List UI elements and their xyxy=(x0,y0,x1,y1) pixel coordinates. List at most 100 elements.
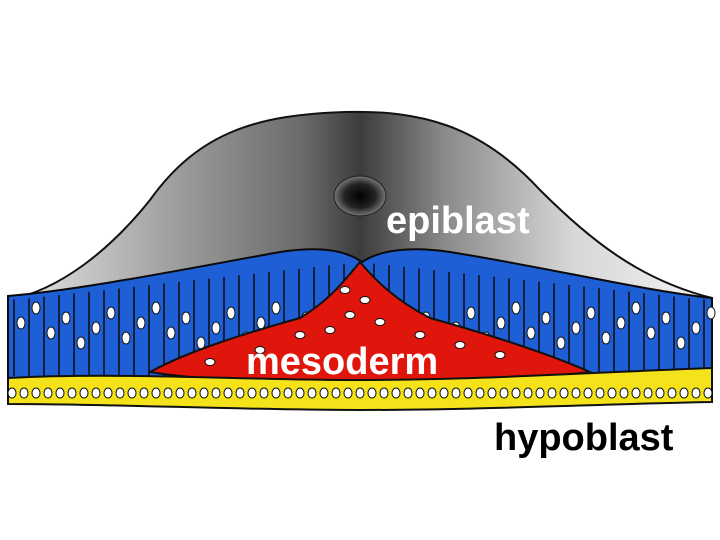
hypoblast-cell xyxy=(188,388,196,398)
hypoblast-cell xyxy=(32,388,40,398)
epiblast-nucleus xyxy=(662,312,670,324)
epiblast-nucleus xyxy=(62,312,70,324)
mesoderm-nucleus xyxy=(415,332,425,339)
hypoblast-cell xyxy=(620,388,628,398)
hypoblast-cell xyxy=(656,388,664,398)
epiblast-nucleus xyxy=(212,322,220,334)
epiblast-nucleus xyxy=(617,317,625,329)
epiblast-nucleus xyxy=(512,302,520,314)
epiblast-nucleus xyxy=(182,312,190,324)
hypoblast-cell xyxy=(224,388,232,398)
hypoblast-cell xyxy=(236,388,244,398)
hypoblast-cell xyxy=(68,388,76,398)
hypoblast-cell xyxy=(152,388,160,398)
hypoblast-cell xyxy=(500,388,508,398)
hypoblast-cell xyxy=(632,388,640,398)
hypoblast-cell xyxy=(212,388,220,398)
hypoblast-cell xyxy=(128,388,136,398)
hypoblast-cell xyxy=(536,388,544,398)
mesoderm-nucleus xyxy=(345,312,355,319)
epiblast-nucleus xyxy=(137,317,145,329)
hypoblast-cell xyxy=(704,388,712,398)
hypoblast-cell xyxy=(248,388,256,398)
hypoblast-cell xyxy=(296,388,304,398)
hypoblast-cell xyxy=(104,388,112,398)
epiblast-nucleus xyxy=(587,307,595,319)
hypoblast-cell xyxy=(680,388,688,398)
mesoderm-nucleus xyxy=(205,359,215,366)
epiblast-nucleus xyxy=(257,317,265,329)
hypoblast-cell xyxy=(20,388,28,398)
mesoderm-label: mesoderm xyxy=(246,343,438,381)
hypoblast-cell xyxy=(668,388,676,398)
hypoblast-cell xyxy=(404,388,412,398)
hypoblast-cell xyxy=(428,388,436,398)
hypoblast-cell xyxy=(548,388,556,398)
epiblast-nucleus xyxy=(77,337,85,349)
epiblast-nucleus xyxy=(17,317,25,329)
hypoblast-cell xyxy=(272,388,280,398)
hypoblast-cell xyxy=(464,388,472,398)
epiblast-nucleus xyxy=(572,322,580,334)
hypoblast-cell xyxy=(164,388,172,398)
hypoblast-cell xyxy=(332,388,340,398)
epiblast-nucleus xyxy=(467,307,475,319)
epiblast-nucleus xyxy=(602,332,610,344)
hypoblast-label: hypoblast xyxy=(494,419,673,457)
epiblast-nucleus xyxy=(707,307,715,319)
epiblast-nucleus xyxy=(107,307,115,319)
epiblast-nucleus xyxy=(542,312,550,324)
hypoblast-cell xyxy=(260,388,268,398)
hypoblast-cell xyxy=(608,388,616,398)
mesoderm-nucleus xyxy=(360,297,370,304)
mesoderm-nucleus xyxy=(295,332,305,339)
primitive-pit-icon xyxy=(334,176,386,216)
epiblast-nucleus xyxy=(677,337,685,349)
hypoblast-cell xyxy=(440,388,448,398)
hypoblast-cell xyxy=(56,388,64,398)
hypoblast-cell xyxy=(488,388,496,398)
hypoblast-cell xyxy=(512,388,520,398)
mesoderm-nucleus xyxy=(375,319,385,326)
hypoblast-cell xyxy=(560,388,568,398)
hypoblast-cell xyxy=(44,388,52,398)
hypoblast-cell xyxy=(344,388,352,398)
hypoblast-cell xyxy=(596,388,604,398)
hypoblast-cell xyxy=(320,388,328,398)
hypoblast-cell xyxy=(692,388,700,398)
epiblast-nucleus xyxy=(497,317,505,329)
hypoblast-cell xyxy=(80,388,88,398)
epiblast-nucleus xyxy=(197,337,205,349)
epiblast-nucleus xyxy=(557,337,565,349)
hypoblast-cell xyxy=(392,388,400,398)
hypoblast-cell xyxy=(8,388,16,398)
epiblast-nucleus xyxy=(47,327,55,339)
hypoblast-cell xyxy=(476,388,484,398)
hypoblast-cell xyxy=(584,388,592,398)
hypoblast-cell xyxy=(524,388,532,398)
hypoblast-cell xyxy=(644,388,652,398)
hypoblast-cell xyxy=(368,388,376,398)
mesoderm-nucleus xyxy=(495,352,505,359)
hypoblast-cell xyxy=(176,388,184,398)
hypoblast-cell xyxy=(452,388,460,398)
epiblast-nucleus xyxy=(92,322,100,334)
epiblast-nucleus xyxy=(632,302,640,314)
hypoblast-cell xyxy=(140,388,148,398)
mesoderm-nucleus xyxy=(340,287,350,294)
epiblast-nucleus xyxy=(167,327,175,339)
hypoblast-cell xyxy=(284,388,292,398)
hypoblast-cell xyxy=(92,388,100,398)
epiblast-label: epiblast xyxy=(386,202,530,240)
epiblast-nucleus xyxy=(692,322,700,334)
epiblast-nucleus xyxy=(272,302,280,314)
epiblast-nucleus xyxy=(647,327,655,339)
hypoblast-cell xyxy=(116,388,124,398)
hypoblast-cell xyxy=(416,388,424,398)
hypoblast-cell xyxy=(380,388,388,398)
epiblast-nucleus xyxy=(32,302,40,314)
hypoblast-cell xyxy=(356,388,364,398)
epiblast-nucleus xyxy=(527,327,535,339)
epiblast-nucleus xyxy=(122,332,130,344)
